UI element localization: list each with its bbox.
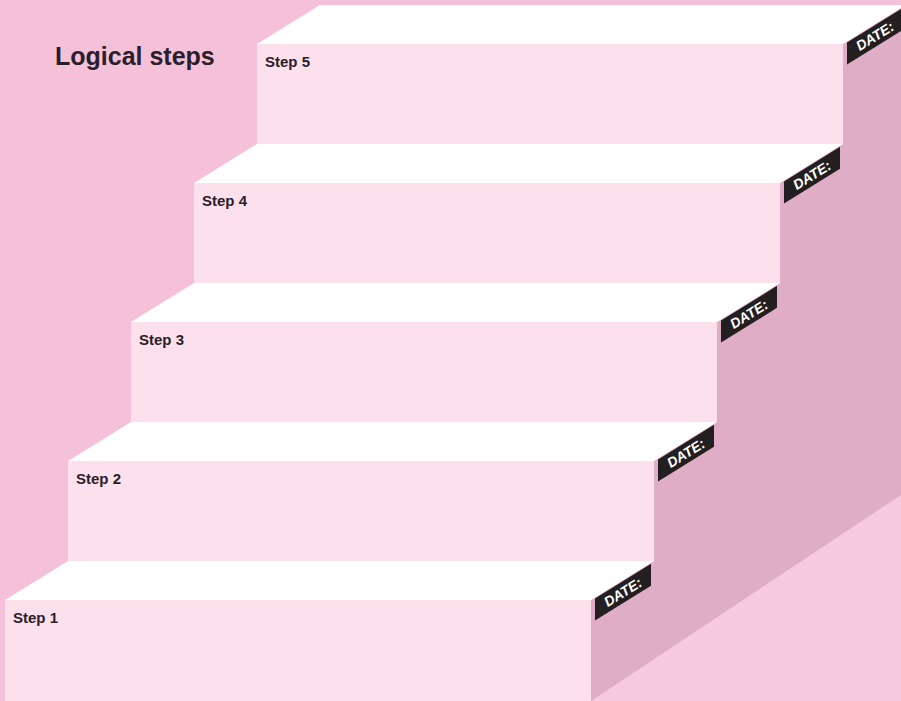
- step-face: Step 3: [131, 322, 717, 422]
- step-label: Step 1: [13, 609, 58, 626]
- date-tag: [658, 425, 714, 482]
- step-label: Step 5: [265, 53, 310, 70]
- title: Logical steps: [55, 42, 215, 71]
- step-top: [194, 144, 843, 183]
- step-top: [5, 561, 654, 600]
- date-tag: [595, 564, 651, 621]
- step-label: Step 2: [76, 470, 121, 487]
- step-face: Step 4: [194, 183, 780, 283]
- date-tag: [721, 286, 777, 343]
- step-face: Step 2: [68, 461, 654, 561]
- step-top: [257, 5, 901, 44]
- step-face: Step 1: [5, 600, 591, 701]
- step-label: Step 3: [139, 331, 184, 348]
- step-label: Step 4: [202, 192, 247, 209]
- step-top: [68, 422, 717, 461]
- date-tag: [784, 147, 840, 204]
- date-tag: [847, 8, 901, 65]
- step-top: [131, 283, 780, 322]
- step-face: Step 5: [257, 44, 843, 144]
